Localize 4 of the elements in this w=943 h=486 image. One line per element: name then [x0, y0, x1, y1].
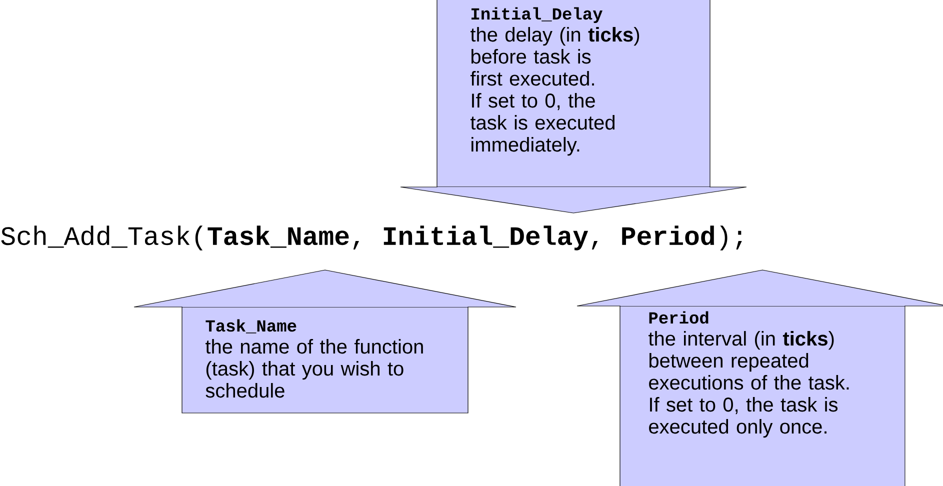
arrow-callout: Task_Name the name of the function (task) that you wish to schedule — [134, 270, 516, 414]
arrow-callout: Period the interval (in ticks) between repeated executions of the task. If set to 0, the task is executed only once. — [576, 270, 943, 486]
code-line: Sch_Add_Task(Task_Name, Initial_Delay, Period); — [1, 226, 742, 250]
arrow-callout: Initial_Delay the delay (in ticks) before task is first executed. If set to 0, the task is executed immediately. — [400, 0, 747, 214]
